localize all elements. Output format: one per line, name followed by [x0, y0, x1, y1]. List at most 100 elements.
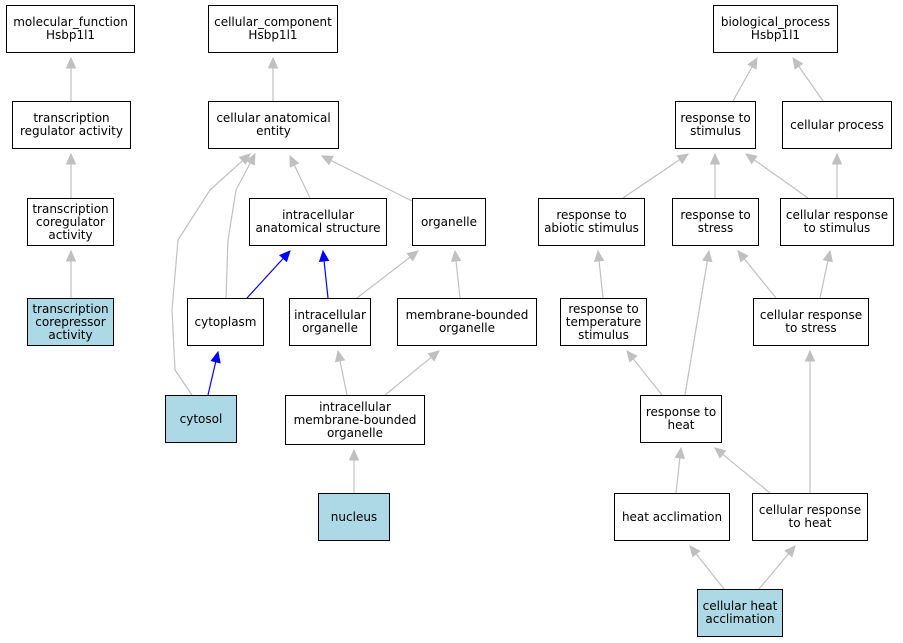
edge-arrowhead	[804, 349, 816, 362]
edge-rth-to-rtts	[626, 350, 663, 396]
edge-line	[622, 159, 681, 199]
node-cellular-component[interactable]: cellular_component Hsbp1l1	[208, 5, 338, 53]
node-response-to-stress[interactable]: response to stress	[672, 198, 759, 246]
edge-tca-to-tra	[65, 152, 77, 198]
edge-arrowhead	[427, 350, 440, 362]
edge-arrowhead	[245, 152, 256, 166]
edge-io-to-ias	[318, 249, 330, 299]
node-response-to-heat[interactable]: response to heat	[640, 395, 722, 443]
node-response-to-temperature-stimulus[interactable]: response to temperature stimulus	[560, 298, 647, 346]
node-response-to-abiotic-stimulus[interactable]: response to abiotic stimulus	[538, 198, 645, 246]
node-cellular-heat-acclimation[interactable]: cellular heat acclimation	[697, 589, 783, 637]
edge-arrowhead	[65, 152, 77, 165]
edge-cyto-to-ias	[246, 250, 291, 299]
edge-arrowhead	[822, 249, 833, 263]
edge-crtstress-to-rtstress	[737, 250, 777, 299]
edge-ias-to-cae	[289, 154, 311, 199]
edge-rtstress-to-rts	[709, 152, 721, 198]
edge-arrowhead	[747, 56, 758, 70]
edge-tcpa-to-tca	[65, 249, 77, 298]
edge-arrowhead	[593, 249, 605, 262]
edge-cp-to-bp	[792, 57, 824, 102]
edge-line	[225, 162, 251, 299]
edge-line	[695, 553, 725, 590]
edge-line	[384, 356, 432, 396]
edge-mbo-to-org	[450, 249, 462, 299]
edge-arrowhead	[737, 250, 749, 263]
node-transcription-corepressor-activity[interactable]: transcription corepressor activity	[27, 298, 114, 346]
node-cellular-response-to-stress[interactable]: cellular response to stress	[753, 298, 869, 346]
edge-line	[171, 160, 243, 396]
edge-arrowhead	[210, 350, 221, 364]
edge-line	[330, 159, 413, 202]
edge-cae-to-cc	[267, 56, 279, 101]
edge-cytosol-to-cae	[171, 153, 251, 396]
node-cellular-response-to-stimulus[interactable]: cellular response to stimulus	[780, 198, 894, 246]
edge-line	[632, 358, 663, 396]
node-cellular-process[interactable]: cellular process	[782, 101, 892, 149]
node-cellular-response-to-heat[interactable]: cellular response to heat	[752, 493, 868, 541]
edge-line	[323, 260, 329, 299]
edge-nuc-to-imbo	[348, 448, 360, 493]
edge-crtstress-to-crts	[819, 249, 833, 299]
edge-cytosol-to-cyto	[207, 350, 221, 396]
edge-line	[455, 260, 461, 299]
edge-line	[758, 553, 790, 590]
node-transcription-coregulator-activity[interactable]: transcription coregulator activity	[27, 198, 114, 246]
edge-arrowhead	[792, 57, 804, 70]
edge-arrowhead	[626, 350, 638, 363]
edge-line	[732, 66, 753, 102]
node-transcription-regulator-activity[interactable]: transcription regulator activity	[12, 101, 131, 149]
edge-rth-to-rtstress	[684, 249, 713, 396]
edge-ras-to-rts	[622, 153, 690, 199]
node-intracellular-membrane-bounded-organelle[interactable]: intracellular membrane-bounded organelle	[285, 395, 425, 445]
edge-arrowhead	[320, 155, 334, 166]
node-response-to-stimulus[interactable]: response to stimulus	[675, 101, 756, 149]
node-molecular-function[interactable]: molecular_function Hsbp1l1	[6, 5, 135, 53]
node-organelle[interactable]: organelle	[412, 198, 486, 246]
node-cellular-anatomical-entity[interactable]: cellular anatomical entity	[208, 101, 339, 149]
edge-arrowhead	[831, 152, 843, 165]
edge-arrowhead	[709, 152, 721, 165]
edge-arrowhead	[784, 545, 796, 558]
node-membrane-bounded-organelle[interactable]: membrane-bounded organelle	[397, 298, 537, 346]
edge-crts-to-cp	[831, 152, 843, 198]
edge-arrowhead	[278, 250, 291, 263]
node-intracellular-organelle[interactable]: intracellular organelle	[289, 298, 371, 346]
edge-line	[722, 453, 771, 494]
edge-crth-to-rth	[714, 447, 771, 494]
edge-arrowhead	[238, 153, 251, 165]
edge-line	[339, 360, 348, 396]
edge-cha-to-crth	[758, 545, 796, 590]
edge-tra-to-mf	[65, 56, 77, 101]
node-nucleus[interactable]: nucleus	[318, 493, 390, 541]
edge-arrowhead	[348, 448, 360, 461]
edge-line	[675, 457, 681, 494]
edge-arrowhead	[702, 249, 713, 263]
edge-line	[684, 260, 708, 396]
edge-line	[207, 361, 217, 396]
edge-line	[743, 258, 777, 299]
edge-rtts-to-ras	[593, 249, 605, 299]
edge-arrowhead	[65, 249, 77, 262]
edge-arrowhead	[267, 56, 279, 69]
edge-io-to-org	[356, 250, 419, 299]
edge-arrowhead	[406, 250, 419, 262]
edge-imbo-to-io	[334, 349, 348, 396]
edge-arrowhead	[676, 153, 690, 165]
edge-arrowhead	[674, 446, 686, 459]
edge-line	[819, 260, 829, 299]
node-cytoplasm[interactable]: cytoplasm	[187, 298, 264, 346]
edge-line	[356, 256, 411, 299]
edge-arrowhead	[289, 154, 300, 168]
edge-line	[598, 260, 604, 299]
node-cytosol[interactable]: cytosol	[165, 395, 237, 443]
node-biological-process[interactable]: biological_process Hsbp1l1	[713, 5, 838, 53]
node-intracellular-anatomical-structure[interactable]: intracellular anatomical structure	[249, 198, 387, 246]
edge-rts-to-bp	[732, 56, 758, 102]
node-heat-acclimation[interactable]: heat acclimation	[614, 493, 730, 541]
edge-arrowhead	[745, 153, 758, 165]
edge-ha-to-rth	[674, 446, 686, 494]
edge-arrowhead	[714, 447, 727, 459]
